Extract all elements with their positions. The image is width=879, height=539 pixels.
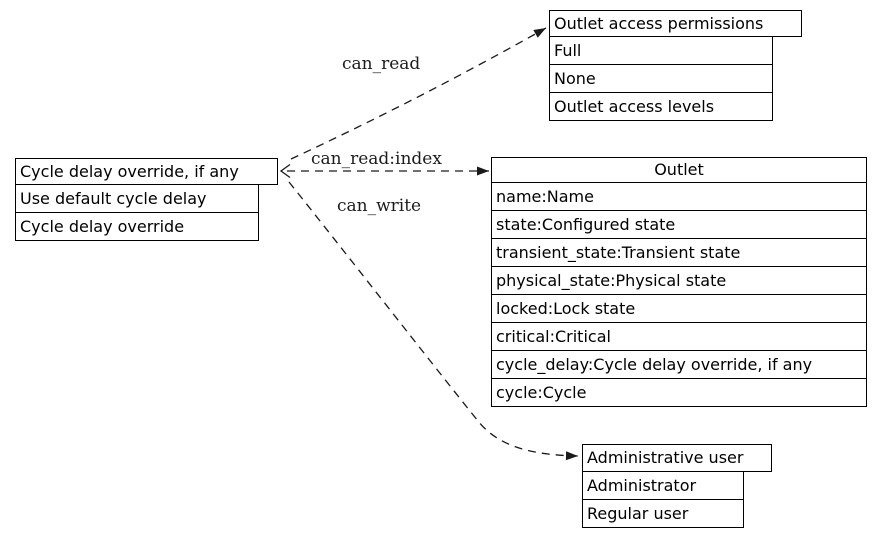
node-outlet-access-permissions-title: Outlet access permissions (549, 10, 802, 37)
edge-can-write (288, 181, 579, 461)
node-cycle-delay-override-body: Use default cycle delay Cycle delay over… (15, 185, 259, 241)
node-row: cycle_delay:Cycle delay override, if any (492, 351, 866, 379)
node-row: Cycle delay override (20, 217, 185, 236)
edge-label-can-read: can_read (342, 54, 421, 74)
node-administrative-user-body: Administrator Regular user (582, 472, 744, 528)
node-row: Full (550, 37, 772, 65)
node-outlet-access-permissions-body: Full None Outlet access levels (549, 37, 773, 121)
node-outlet-title: Outlet (491, 157, 867, 183)
node-outlet-body: name:Name state:Configured state transie… (491, 183, 867, 407)
node-row: Regular user (587, 504, 689, 523)
node-row: transient_state:Transient state (492, 239, 866, 267)
node-row: Use default cycle delay (16, 185, 258, 213)
node-row: name:Name (492, 183, 866, 211)
node-row: critical:Critical (492, 323, 866, 351)
node-cycle-delay-override-title: Cycle delay override, if any (15, 158, 278, 185)
node-row: None (550, 65, 772, 93)
node-row: cycle:Cycle (496, 383, 587, 402)
node-row: physical_state:Physical state (492, 267, 866, 295)
node-administrative-user-title: Administrative user (582, 444, 772, 472)
open-arrowhead-icon (279, 163, 291, 179)
node-row: state:Configured state (492, 211, 866, 239)
edge-can-read (290, 27, 547, 160)
node-row: Outlet access levels (554, 97, 715, 116)
node-row: locked:Lock state (492, 295, 866, 323)
node-row: Administrator (583, 472, 743, 500)
edge-label-can-write: can_write (337, 196, 422, 216)
edge-label-can-read-index: can_read:index (311, 149, 442, 169)
